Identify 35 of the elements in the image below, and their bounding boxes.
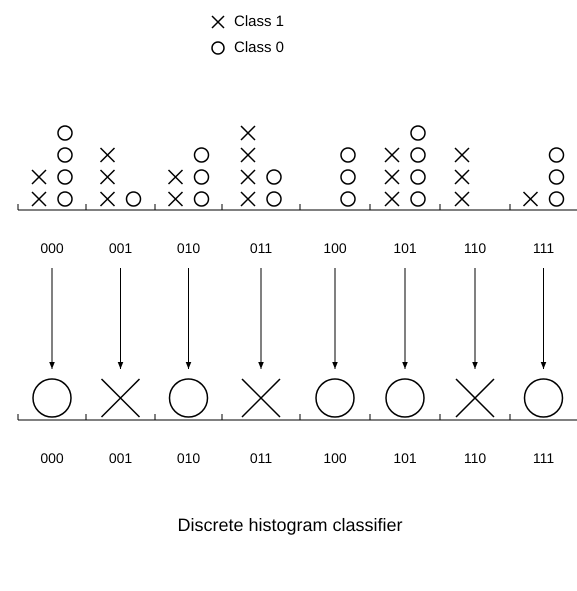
circle-symbol	[315, 378, 355, 418]
arrow	[49, 268, 55, 370]
arrow	[332, 268, 338, 370]
arrow	[186, 268, 192, 370]
bin-label: 110	[464, 240, 486, 256]
bin-label: 100	[323, 240, 347, 256]
bin-label: 110	[464, 450, 486, 466]
arrow	[540, 268, 546, 370]
bin-label: 111	[532, 240, 554, 256]
arrow	[472, 268, 478, 370]
bin-label: 000	[40, 450, 64, 466]
bin-label: 100	[323, 450, 347, 466]
caption: Discrete histogram classifier	[177, 515, 403, 536]
circle-symbol	[385, 378, 425, 418]
arrow	[118, 268, 124, 370]
circle-symbol	[168, 378, 208, 418]
bin-label: 101	[393, 450, 417, 466]
circle-symbol	[524, 378, 564, 418]
circle-symbol	[32, 378, 72, 418]
cross-symbol	[241, 378, 281, 418]
arrow	[258, 268, 264, 370]
bin-label: 011	[250, 450, 272, 466]
bin-label: 010	[176, 450, 200, 466]
legend-label: Class 0	[234, 39, 284, 56]
bin-label: 101	[393, 240, 417, 256]
bin-label: 010	[176, 240, 200, 256]
bin-label: 000	[40, 240, 64, 256]
bin-label: 001	[108, 240, 132, 256]
cross-symbol	[100, 378, 140, 418]
bin-label: 111	[532, 450, 554, 466]
cross-symbol	[455, 378, 495, 418]
arrow	[402, 268, 408, 370]
legend-label: Class 1	[234, 13, 284, 30]
bin-label: 001	[108, 450, 132, 466]
bin-label: 011	[250, 240, 272, 256]
